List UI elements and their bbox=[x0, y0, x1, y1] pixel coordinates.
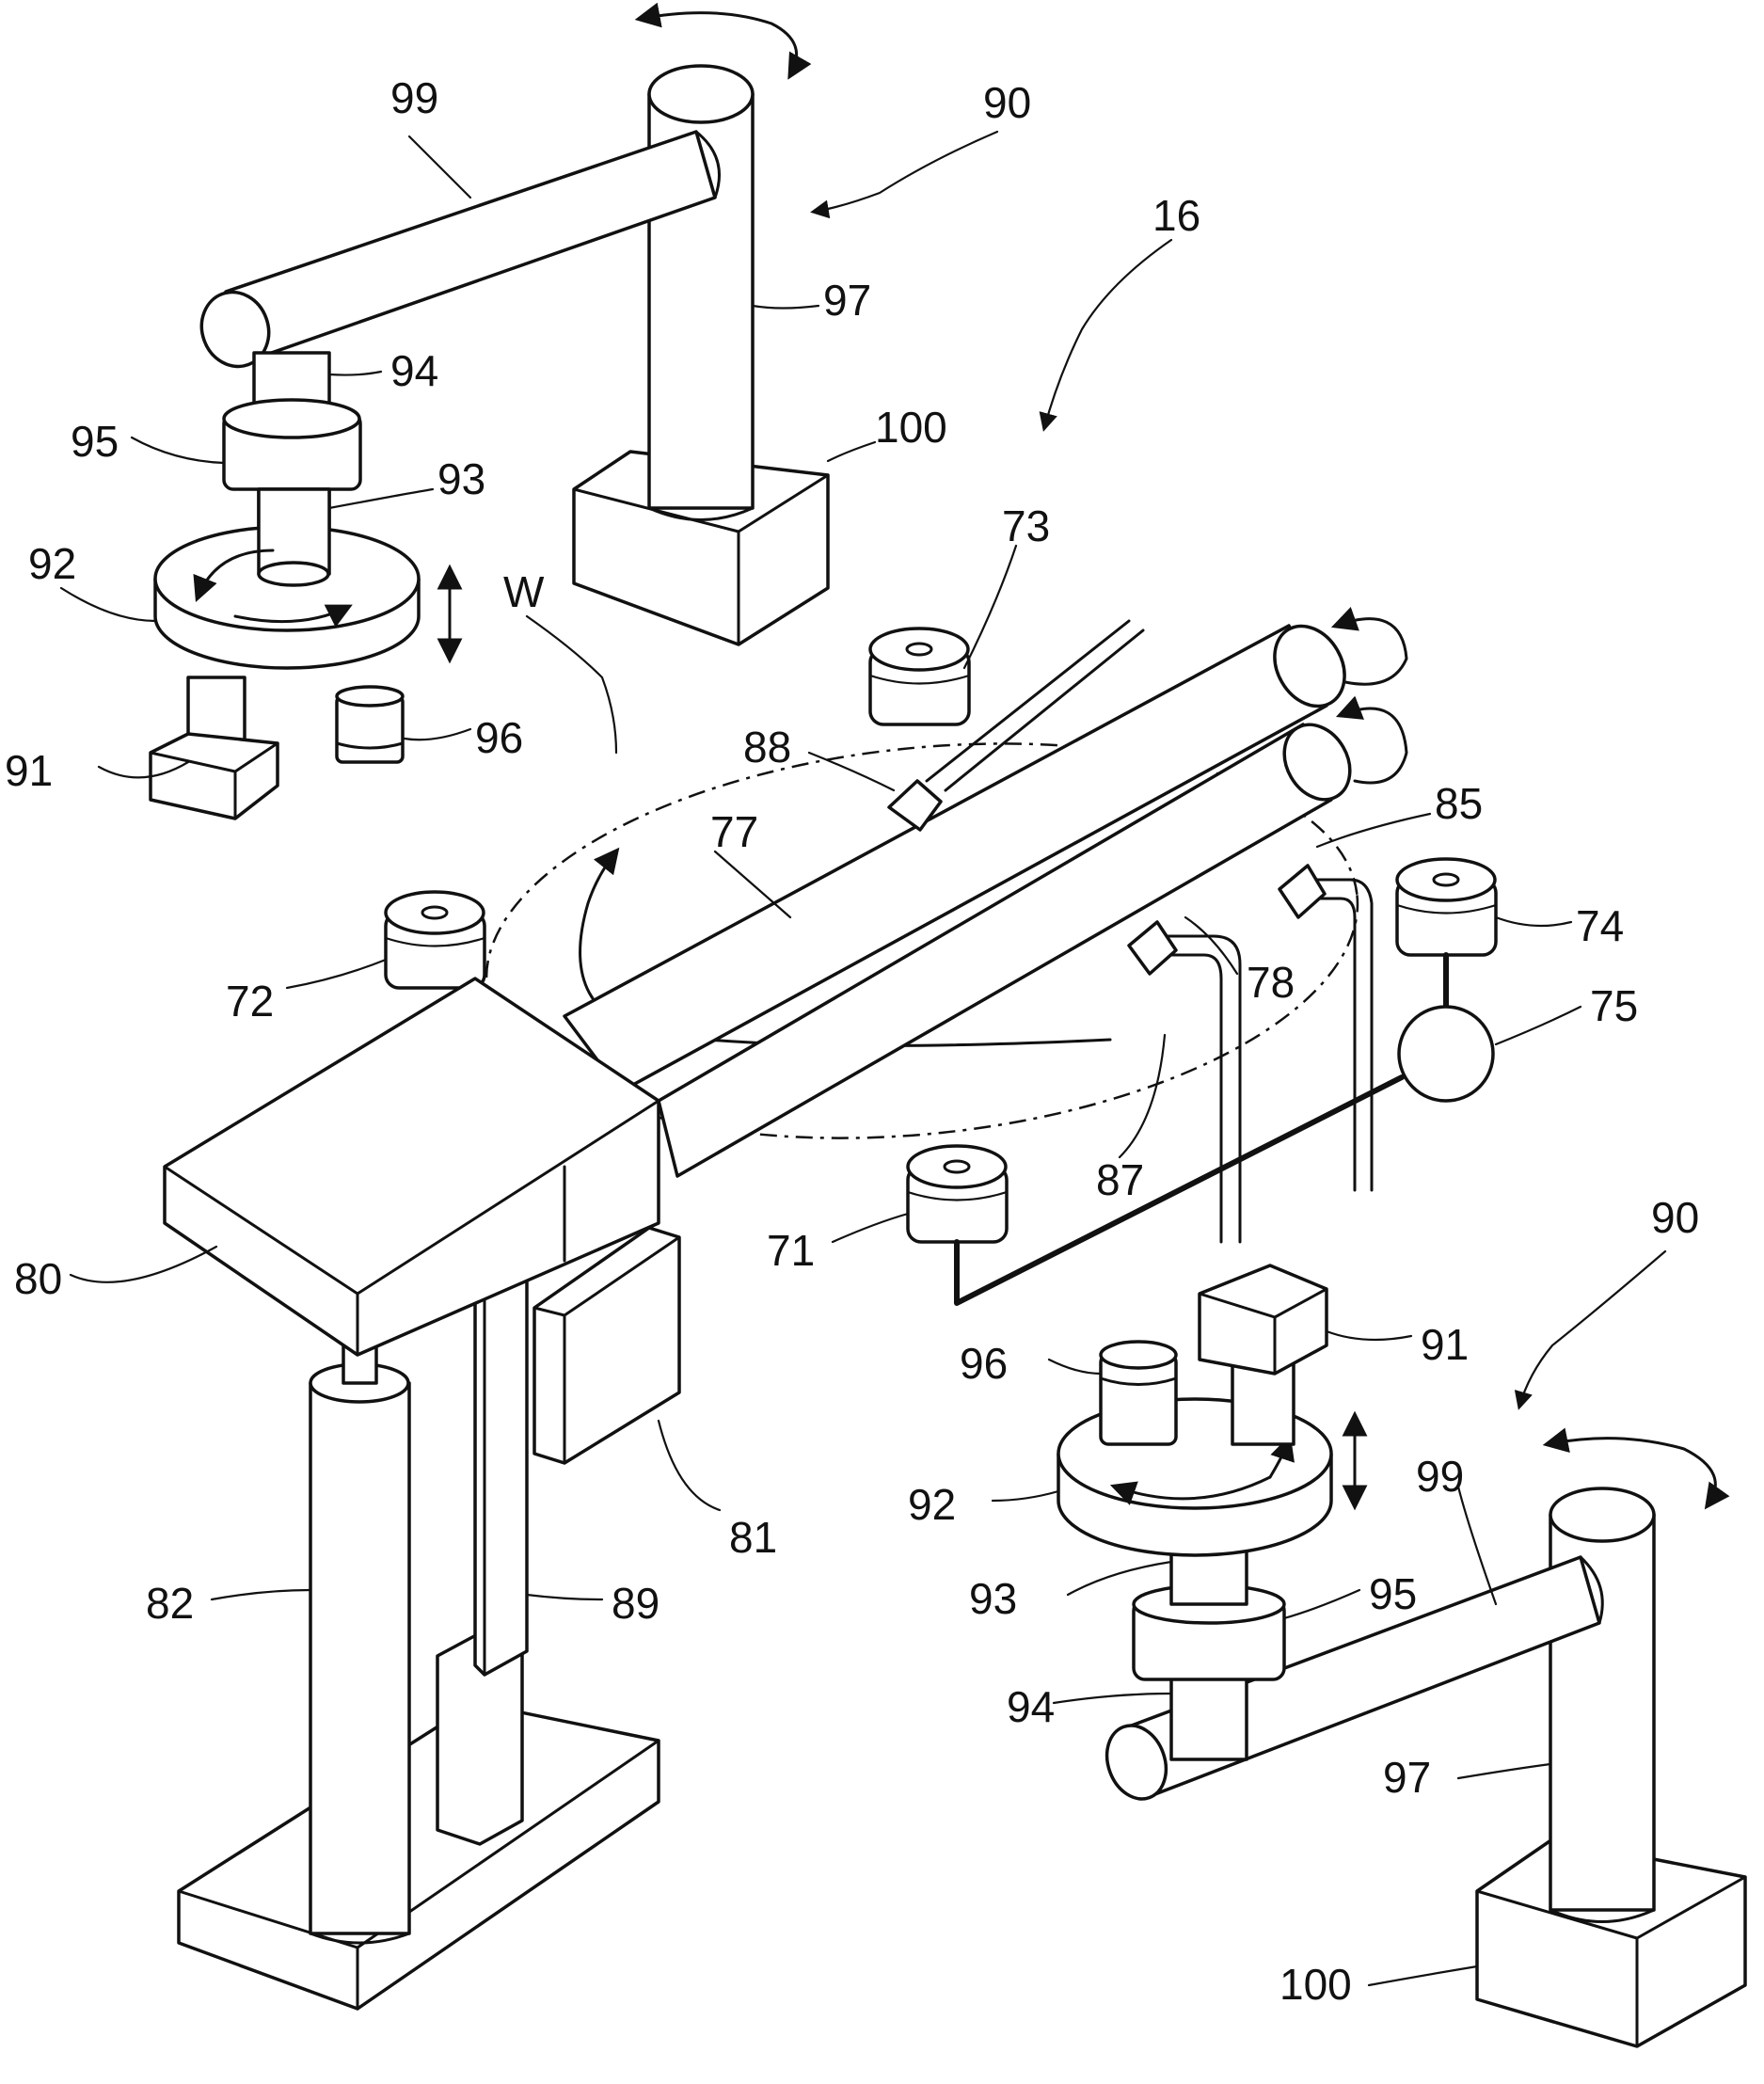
nozzle-87 bbox=[1129, 922, 1240, 1242]
label-90-upper: 90 bbox=[983, 78, 1031, 127]
label-96-lower: 96 bbox=[960, 1339, 1008, 1388]
label-74: 74 bbox=[1576, 901, 1624, 950]
label-75: 75 bbox=[1590, 981, 1638, 1030]
lift-column-82 bbox=[310, 1317, 409, 1943]
label-94-lower: 94 bbox=[1007, 1682, 1055, 1731]
label-100-upper: 100 bbox=[875, 403, 947, 452]
label-97-lower: 97 bbox=[1383, 1753, 1431, 1802]
label-91-upper: 91 bbox=[5, 746, 53, 795]
label-93-lower: 93 bbox=[969, 1574, 1017, 1623]
label-80: 80 bbox=[14, 1254, 62, 1303]
label-92-lower: 92 bbox=[908, 1480, 956, 1529]
label-99-upper: 99 bbox=[390, 73, 438, 122]
label-85: 85 bbox=[1435, 779, 1483, 828]
label-16: 16 bbox=[1152, 191, 1200, 240]
label-71: 71 bbox=[767, 1226, 815, 1275]
label-93-upper: 93 bbox=[437, 454, 485, 503]
lower-robot-nozzle-96 bbox=[1101, 1342, 1176, 1444]
label-87: 87 bbox=[1096, 1155, 1144, 1204]
nozzle-85 bbox=[1279, 866, 1372, 1190]
label-72: 72 bbox=[226, 977, 274, 1026]
label-89: 89 bbox=[612, 1579, 660, 1628]
support-pin-73 bbox=[870, 628, 969, 724]
label-77: 77 bbox=[710, 807, 758, 856]
lift-base-plate bbox=[179, 1703, 659, 2009]
label-94-upper: 94 bbox=[390, 346, 438, 395]
label-W: W bbox=[503, 567, 545, 616]
upper-transfer-robot bbox=[151, 13, 828, 819]
drive-link bbox=[957, 1077, 1402, 1303]
lower-robot-column-97 bbox=[1550, 1488, 1654, 1922]
label-81: 81 bbox=[729, 1513, 777, 1562]
support-pin-74 bbox=[1397, 859, 1496, 955]
label-92-upper: 92 bbox=[28, 539, 76, 588]
label-78: 78 bbox=[1247, 958, 1295, 1007]
upper-robot-head-92 bbox=[155, 489, 419, 668]
lift-frame bbox=[165, 978, 679, 2009]
label-90-lower: 90 bbox=[1651, 1193, 1699, 1242]
label-100-lower: 100 bbox=[1279, 1960, 1352, 2009]
label-95-lower: 95 bbox=[1369, 1569, 1417, 1618]
support-pin-72 bbox=[386, 892, 485, 988]
label-96-upper: 96 bbox=[475, 713, 523, 762]
label-82: 82 bbox=[146, 1579, 194, 1628]
label-99-lower: 99 bbox=[1416, 1452, 1464, 1501]
upper-robot-sensor-91 bbox=[151, 677, 278, 819]
support-pin-71 bbox=[908, 1146, 1007, 1242]
upper-robot-arm-99 bbox=[191, 132, 719, 376]
label-88: 88 bbox=[743, 723, 791, 772]
label-73: 73 bbox=[1002, 501, 1050, 550]
roller-spin-arrow-upper bbox=[1336, 619, 1406, 685]
label-97-upper: 97 bbox=[823, 276, 871, 325]
label-95-upper: 95 bbox=[71, 417, 119, 466]
upper-robot-nozzle-96 bbox=[337, 687, 403, 762]
lower-transfer-robot bbox=[1058, 1265, 1745, 2046]
label-91-lower: 91 bbox=[1421, 1320, 1469, 1369]
guide-rail-89 bbox=[437, 1228, 527, 1844]
motor-75 bbox=[1399, 1007, 1493, 1101]
